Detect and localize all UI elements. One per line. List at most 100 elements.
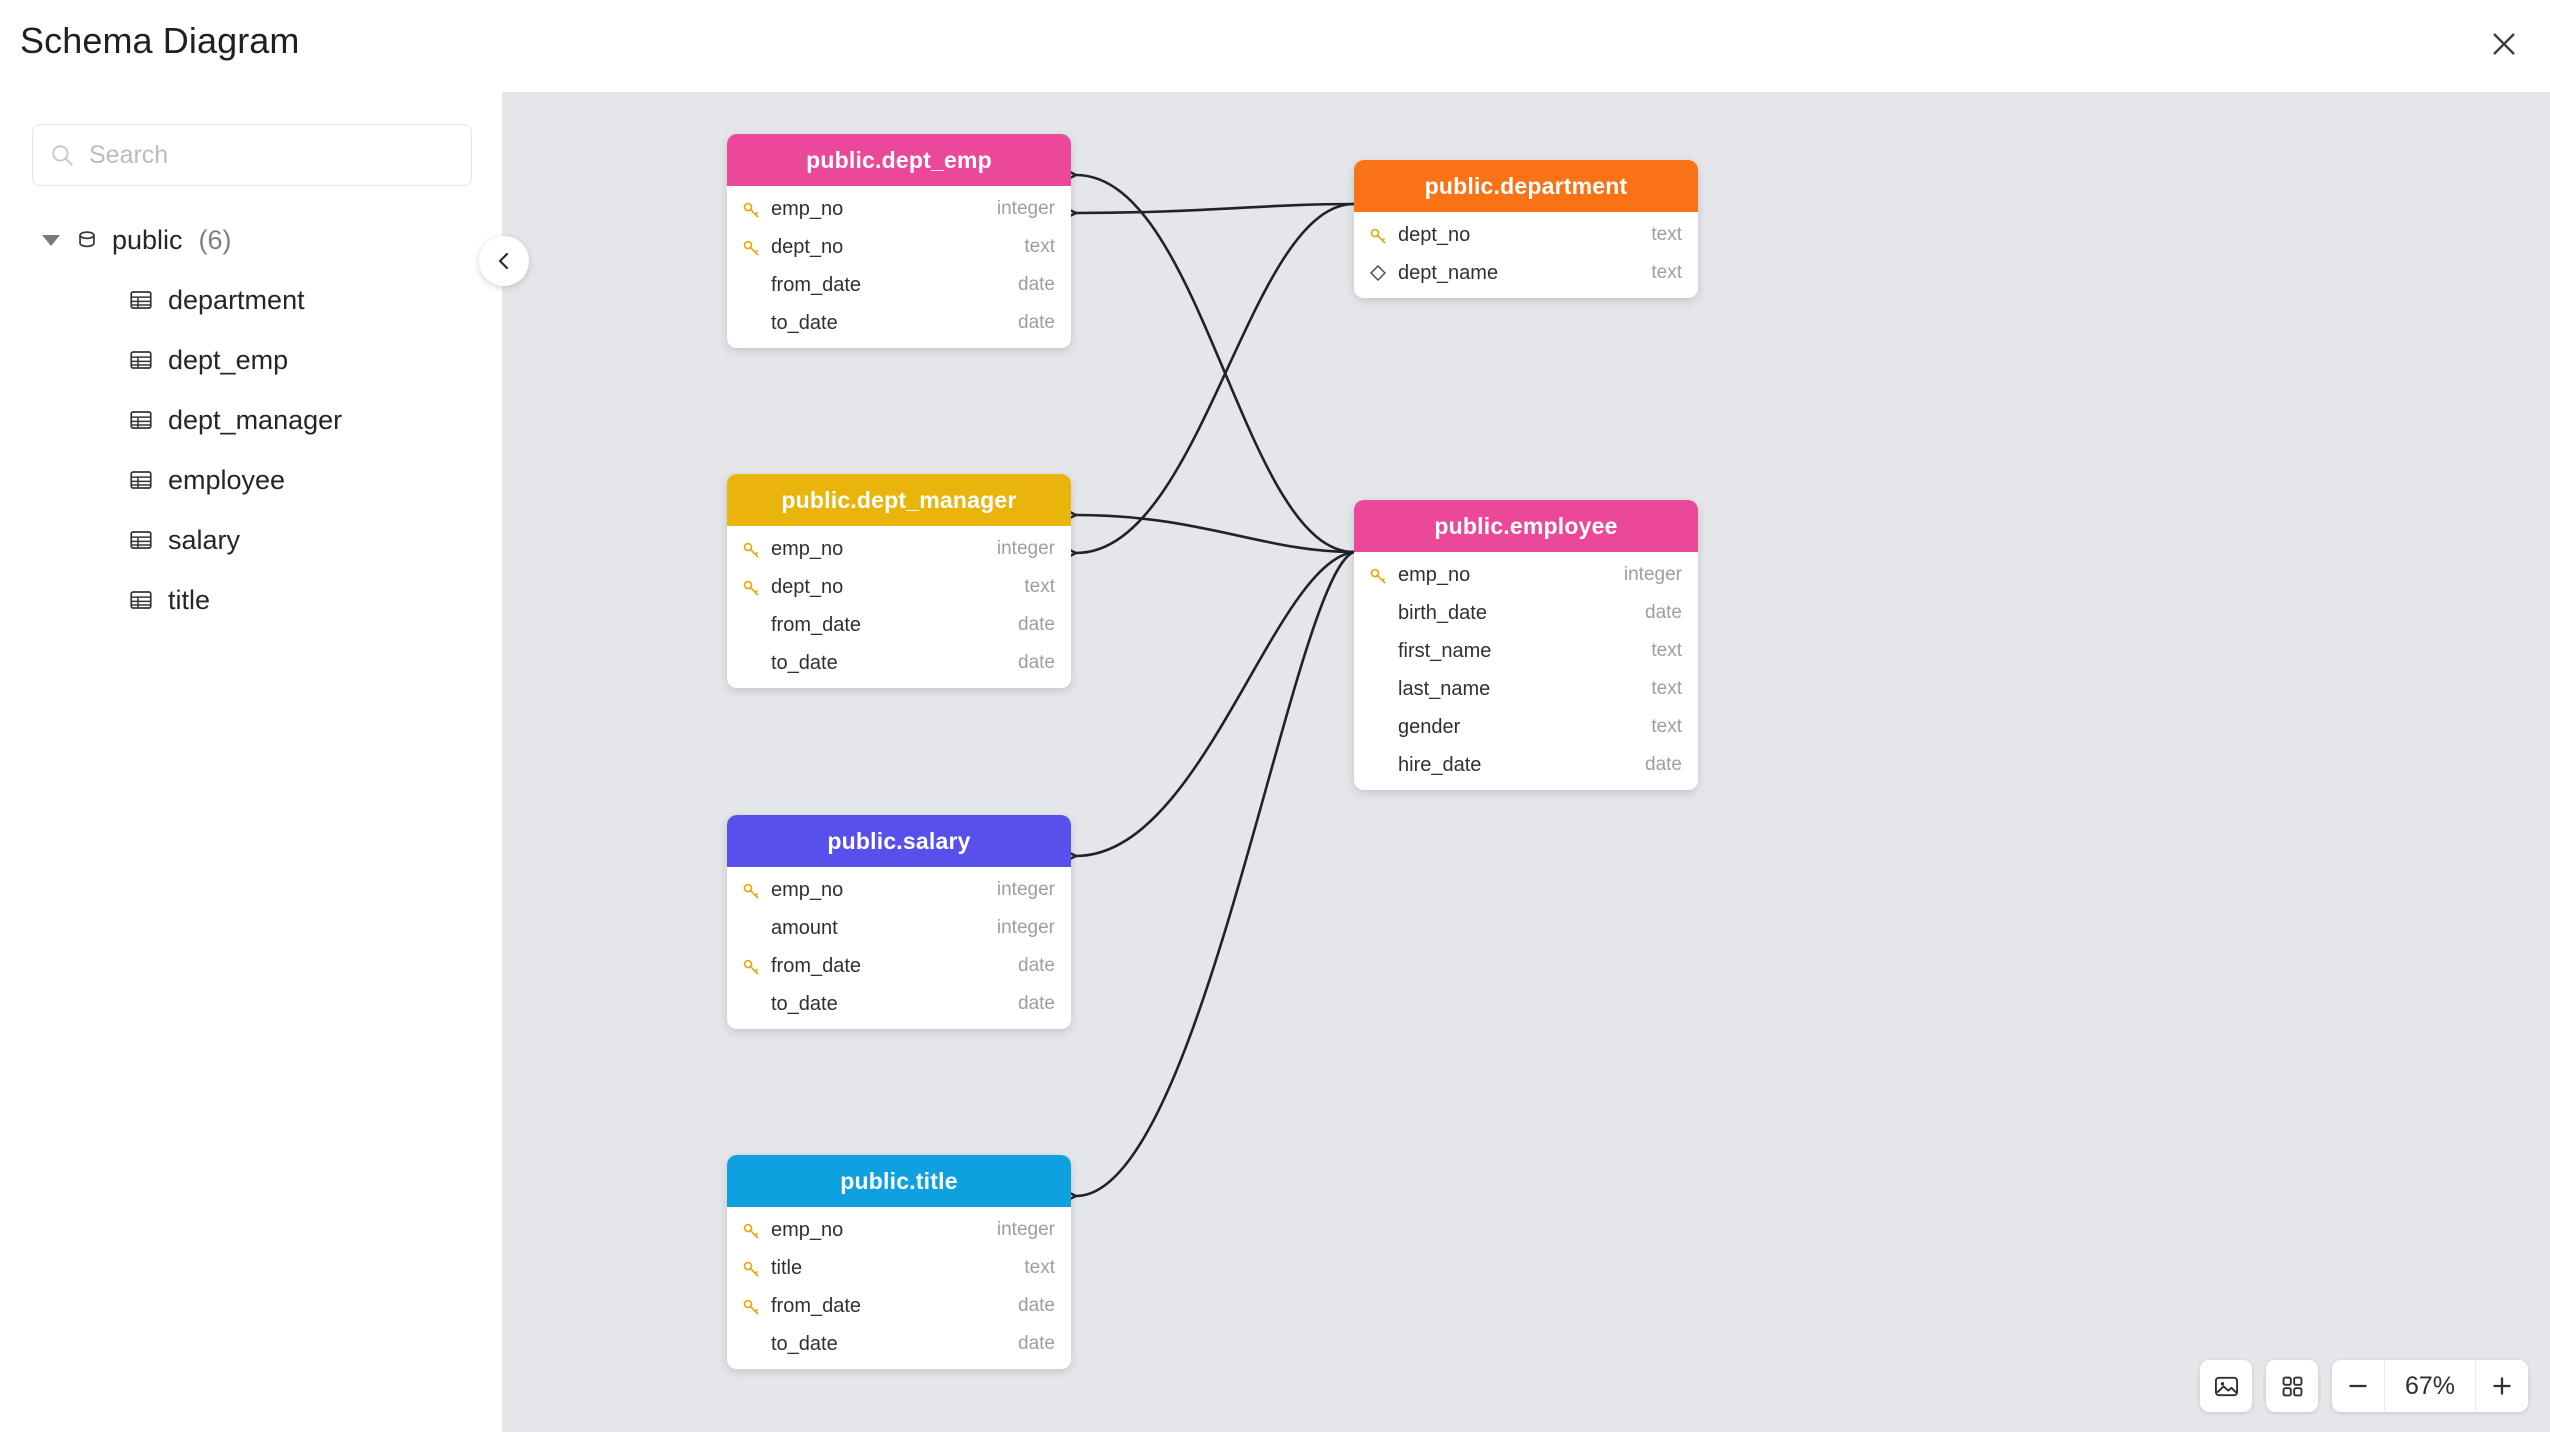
column-name: emp_no xyxy=(771,1218,844,1241)
column-name: dept_no xyxy=(771,235,844,258)
column-type: text xyxy=(1651,716,1682,737)
tree-item-dept_emp[interactable]: dept_emp xyxy=(0,330,503,390)
column-type: date xyxy=(1018,614,1055,635)
table-node-header[interactable]: public.title xyxy=(727,1155,1071,1207)
search-field[interactable] xyxy=(32,124,472,186)
column-type: date xyxy=(1018,274,1055,295)
collapse-sidebar-button[interactable] xyxy=(479,236,529,286)
column-type: integer xyxy=(996,879,1055,900)
close-button[interactable] xyxy=(2476,16,2532,72)
key-icon xyxy=(743,1299,758,1315)
search-icon xyxy=(52,145,73,166)
title-bar: Schema Diagram xyxy=(0,0,2550,92)
column-type: date xyxy=(1018,312,1055,333)
column-icon xyxy=(740,1257,762,1279)
table-node-header[interactable]: public.dept_emp xyxy=(727,134,1071,186)
table-node-header[interactable]: public.department xyxy=(1354,160,1698,212)
zoom-out-button[interactable] xyxy=(2332,1360,2384,1412)
table-node-header[interactable]: public.salary xyxy=(727,815,1071,867)
table-icon xyxy=(130,591,152,609)
search-input[interactable] xyxy=(89,140,455,170)
tree-schema-public[interactable]: public (6) xyxy=(0,210,503,270)
column-name: first_name xyxy=(1398,639,1492,662)
column-row[interactable]: to_date date xyxy=(727,304,1071,342)
column-type: text xyxy=(1024,576,1055,597)
column-row[interactable]: first_name text xyxy=(1354,632,1698,670)
key-icon xyxy=(743,959,758,975)
zoom-level-label[interactable]: 67% xyxy=(2384,1360,2476,1412)
zoom-in-button[interactable] xyxy=(2476,1360,2528,1412)
plus-icon xyxy=(2493,1377,2511,1395)
chevron-down-icon[interactable] xyxy=(42,234,60,246)
table-node-header[interactable]: public.dept_manager xyxy=(727,474,1071,526)
column-name: from_date xyxy=(771,1294,862,1317)
column-icon xyxy=(1367,224,1389,246)
table-icon xyxy=(130,531,152,549)
column-type: text xyxy=(1651,678,1682,699)
column-name: title xyxy=(771,1256,803,1279)
column-name: from_date xyxy=(771,954,862,977)
tree-item-title[interactable]: title xyxy=(0,570,503,630)
schema-tree: public (6) department dept_emp dept_manage… xyxy=(0,210,503,630)
column-name: amount xyxy=(771,916,838,939)
key-icon xyxy=(743,240,758,256)
key-icon xyxy=(1370,568,1385,584)
tree-item-label: salary xyxy=(168,524,241,555)
column-icon xyxy=(740,1295,762,1317)
column-type: date xyxy=(1018,955,1055,976)
column-row[interactable]: from_date date xyxy=(727,947,1071,985)
tree-item-dept_manager[interactable]: dept_manager xyxy=(0,390,503,450)
column-name: dept_no xyxy=(1398,223,1471,246)
tree-item-label: dept_emp xyxy=(168,344,289,375)
column-icon xyxy=(740,955,762,977)
tree-item-label: dept_manager xyxy=(168,404,343,435)
column-icon xyxy=(740,1219,762,1241)
column-type: date xyxy=(1018,993,1055,1014)
auto-layout-button[interactable] xyxy=(2266,1360,2318,1412)
column-row[interactable]: title text xyxy=(727,1249,1071,1287)
column-type: text xyxy=(1651,640,1682,661)
table-node-header[interactable]: public.employee xyxy=(1354,500,1698,552)
table-icon xyxy=(130,411,152,429)
column-type: text xyxy=(1024,1257,1055,1278)
column-type: integer xyxy=(1623,564,1682,585)
tree-item-department[interactable]: department xyxy=(0,270,503,330)
column-name: to_date xyxy=(771,311,838,334)
key-icon xyxy=(743,542,758,558)
key-icon xyxy=(1370,228,1385,244)
export-image-button[interactable] xyxy=(2200,1360,2252,1412)
tree-item-salary[interactable]: salary xyxy=(0,510,503,570)
table-icon xyxy=(130,291,152,309)
tree-item-label: department xyxy=(168,284,305,315)
tree-item-employee[interactable]: employee xyxy=(0,450,503,510)
